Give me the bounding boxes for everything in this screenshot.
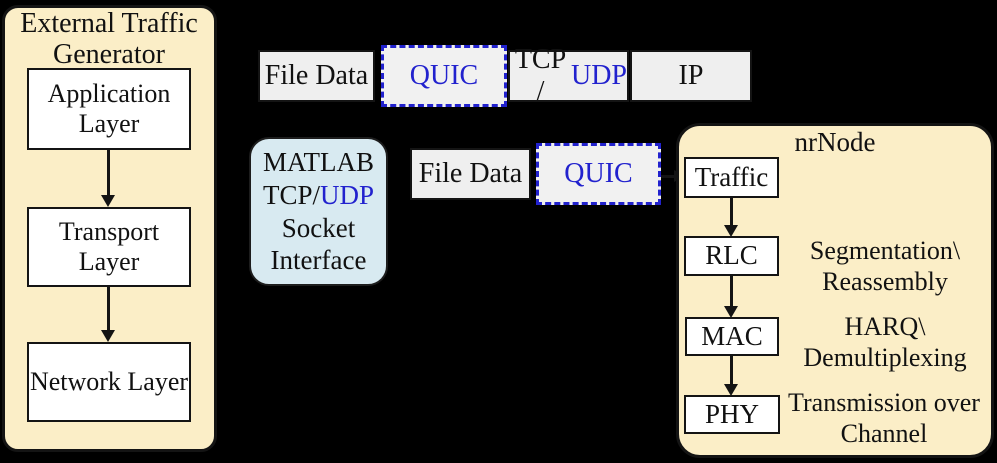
transport-layer-label: Transport Layer — [58, 217, 160, 276]
matlab-label: MATLAB — [262, 146, 374, 177]
quic-label: QUIC — [409, 60, 479, 91]
arrow-down-icon — [101, 195, 115, 207]
arrow-down-icon — [101, 330, 115, 342]
network-layer-label: Network Layer — [29, 367, 189, 397]
stack-top-quic-segment: QUIC — [381, 45, 507, 107]
ip-label: IP — [678, 60, 704, 91]
file-data-label: File Data — [418, 158, 523, 189]
stack-top-file-data-segment: File Data — [258, 50, 375, 102]
tcp-label: TCP / — [514, 44, 567, 107]
matlab-socket-label: Socket — [281, 212, 356, 243]
mac-box: MAC — [685, 317, 779, 356]
phy-annotation: Transmission over Channel — [788, 388, 980, 448]
matlab-tcp-udp-label: TCP/UDP — [263, 179, 374, 212]
nrnode-title: nrNode — [794, 127, 876, 157]
stack-inner-file-data-segment: File Data — [410, 148, 531, 200]
connector-line-mac-phy — [730, 356, 733, 385]
connector-line-transport-network — [107, 287, 110, 331]
arrow-down-icon — [724, 384, 738, 396]
phy-box: PHY — [684, 395, 780, 434]
stack-inner-quic-segment: QUIC — [536, 143, 661, 205]
connector-line-traffic-rlc — [730, 198, 733, 226]
stack-top-ip-segment: IP — [630, 50, 752, 102]
matlab-udp-part: UDP — [320, 179, 375, 210]
rlc-box: RLC — [684, 236, 779, 276]
traffic-box: Traffic — [684, 157, 779, 198]
mac-annotation: HARQ\ Demultiplexing — [803, 312, 967, 372]
connector-line-app-transport — [107, 150, 110, 196]
matlab-tcp-part: TCP/ — [262, 179, 320, 210]
matlab-interface-label: Interface — [270, 245, 367, 276]
external-traffic-generator-title: External Traffic Generator — [20, 8, 198, 70]
matlab-socket-interface-box: MATLAB TCP/UDP Socket Interface — [249, 137, 388, 286]
connector-line-rlc-mac — [730, 276, 733, 307]
traffic-label: Traffic — [694, 161, 769, 192]
udp-label: UDP — [570, 60, 627, 91]
application-layer-box: Application Layer — [27, 68, 191, 150]
quic-label: QUIC — [564, 158, 633, 189]
connector-line-quic-traffic — [661, 175, 677, 178]
transport-layer-box: Transport Layer — [27, 207, 191, 287]
file-data-label: File Data — [264, 60, 369, 91]
mac-label: MAC — [701, 320, 763, 351]
application-layer-label: Application Layer — [47, 79, 171, 138]
rlc-annotation: Segmentation\ Reassembly — [809, 236, 961, 296]
stack-top-tcp-udp-segment: TCP /UDP — [508, 44, 629, 107]
network-layer-box: Network Layer — [27, 342, 191, 422]
rlc-label: RLC — [705, 240, 758, 271]
phy-label: PHY — [704, 398, 759, 429]
arrow-down-icon — [724, 225, 738, 237]
arrow-down-icon — [724, 306, 738, 318]
